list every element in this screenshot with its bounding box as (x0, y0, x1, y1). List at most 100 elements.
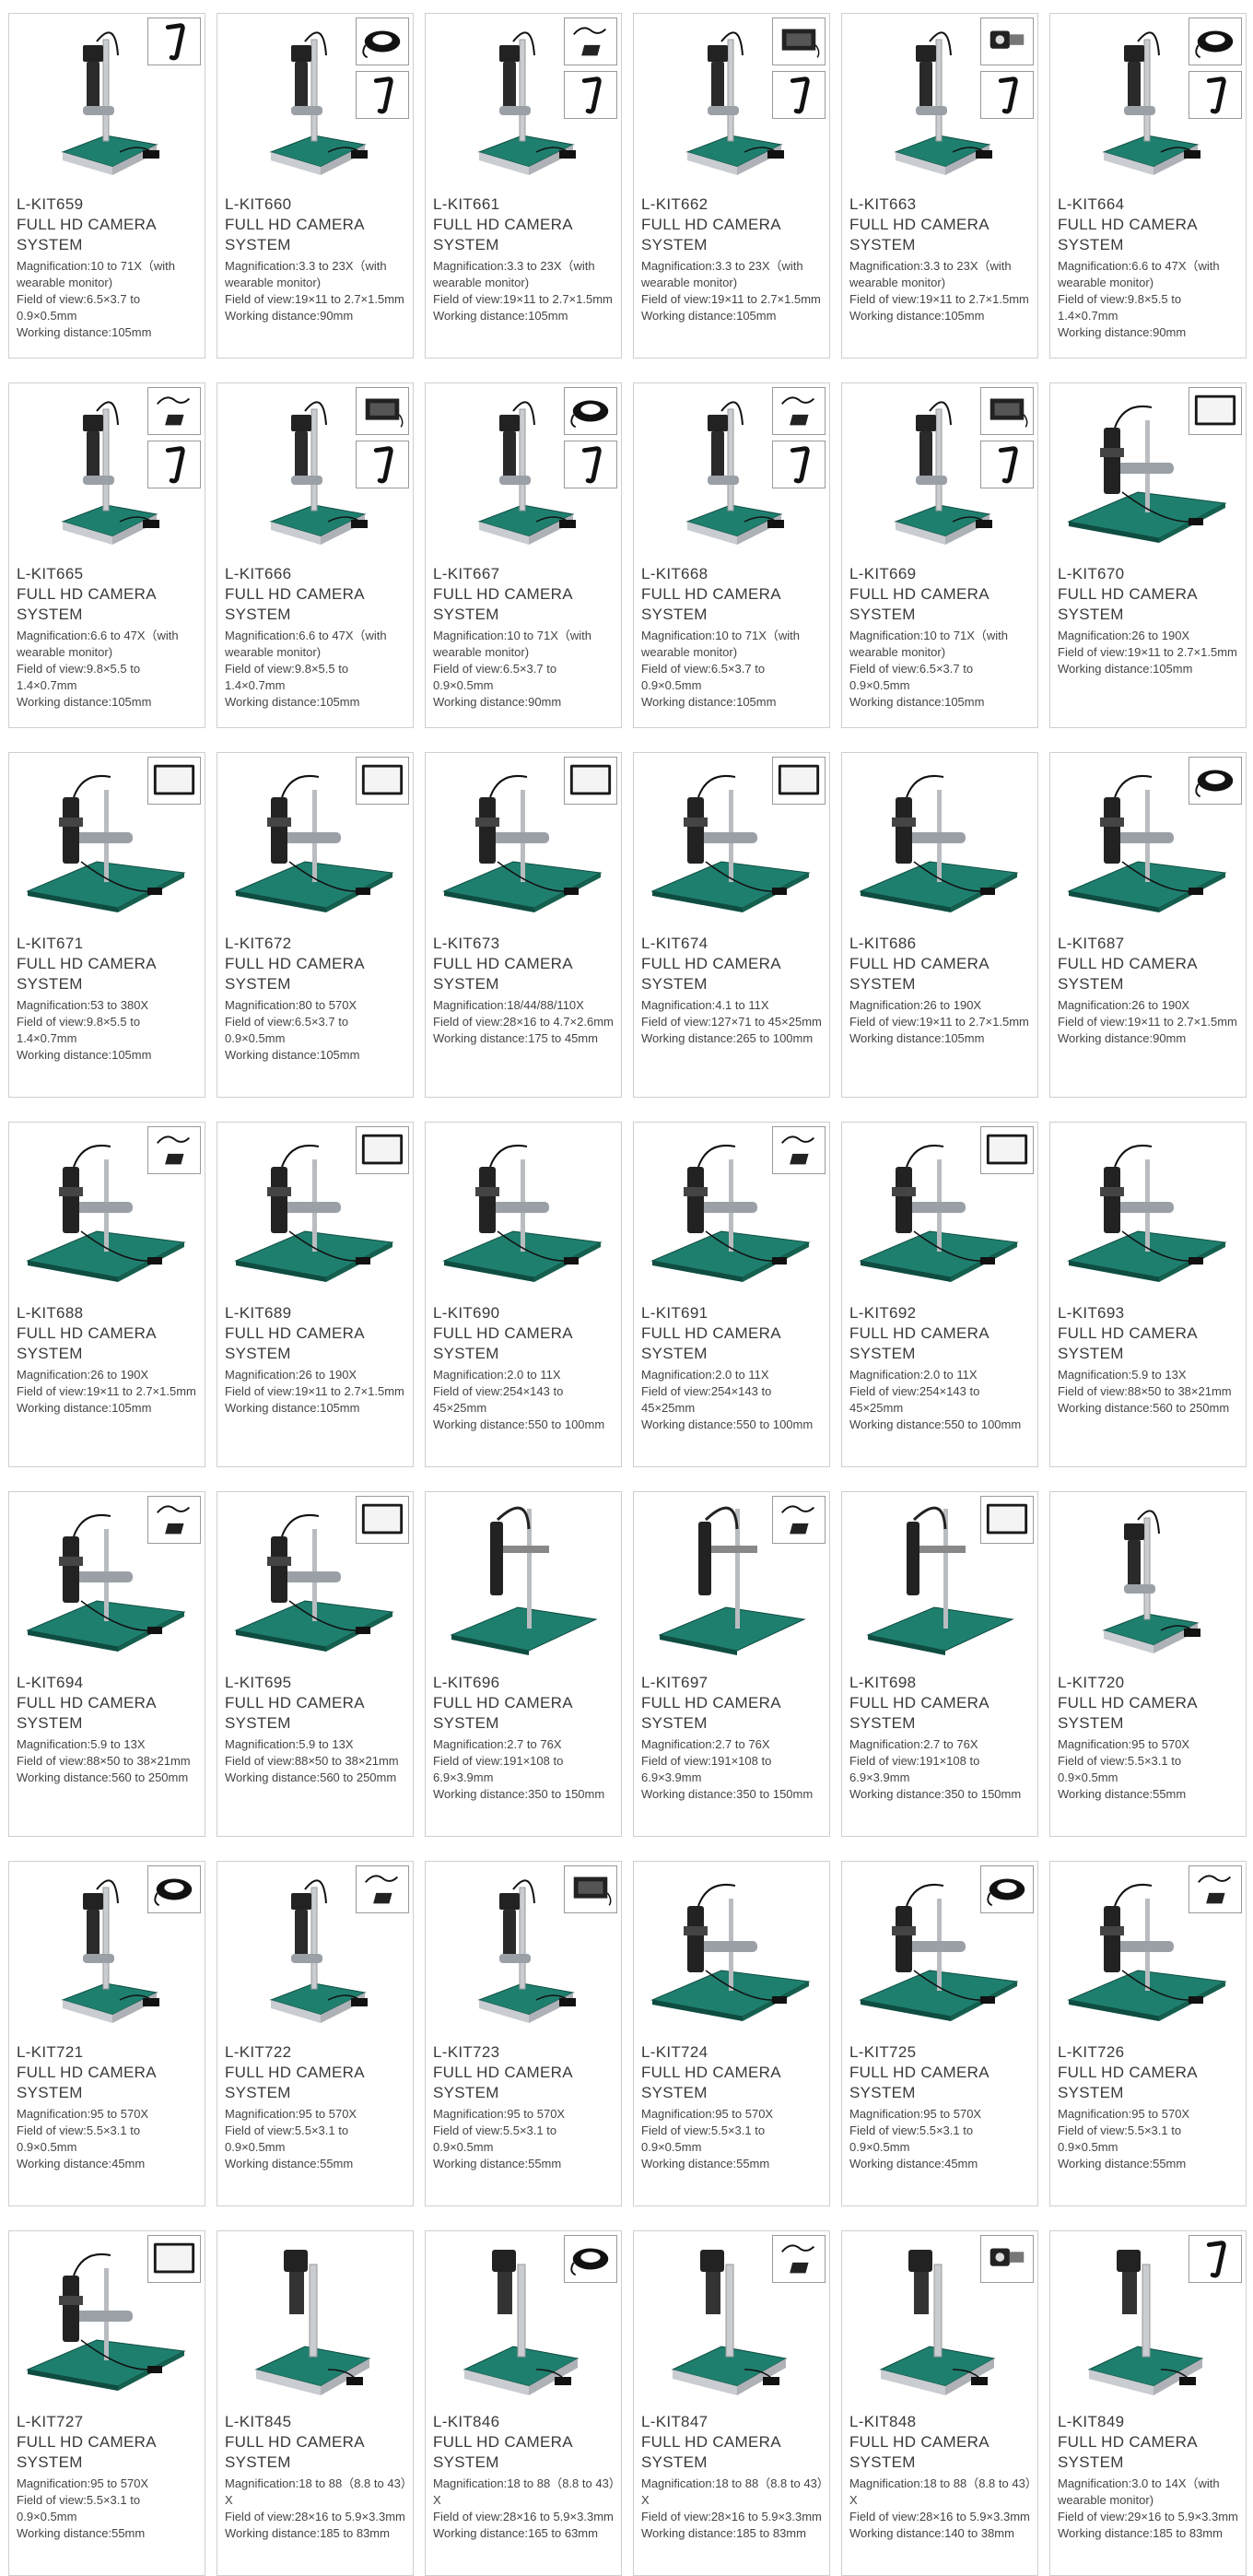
gooseneck-light-icon[interactable] (147, 1126, 201, 1174)
wearable-monitor-icon[interactable] (147, 18, 201, 65)
product-code[interactable]: L-KIT672 (225, 935, 292, 952)
product-image[interactable] (634, 1123, 829, 1298)
product-code[interactable]: L-KIT659 (17, 195, 84, 213)
ring-light-icon[interactable] (1189, 18, 1242, 65)
product-card-l-kit848[interactable]: L-KIT848 FULL HD CAMERA SYSTEM Magnifica… (841, 2230, 1038, 2576)
product-card-l-kit671[interactable]: L-KIT671 FULL HD CAMERA SYSTEM Magnifica… (8, 752, 205, 1098)
product-card-l-kit666[interactable]: L-KIT666 FULL HD CAMERA SYSTEM Magnifica… (217, 382, 414, 728)
product-image[interactable] (217, 753, 413, 928)
product-card-l-kit847[interactable]: L-KIT847 FULL HD CAMERA SYSTEM Magnifica… (633, 2230, 830, 2576)
product-image[interactable] (634, 1862, 829, 2037)
product-card-l-kit664[interactable]: L-KIT664 FULL HD CAMERA SYSTEM Magnifica… (1049, 13, 1247, 359)
product-card-l-kit660[interactable]: L-KIT660 FULL HD CAMERA SYSTEM Magnifica… (217, 13, 414, 359)
product-card-l-kit724[interactable]: L-KIT724 FULL HD CAMERA SYSTEM Magnifica… (633, 1861, 830, 2206)
product-code[interactable]: L-KIT674 (641, 935, 708, 952)
product-card-l-kit668[interactable]: L-KIT668 FULL HD CAMERA SYSTEM Magnifica… (633, 382, 830, 728)
product-card-l-kit723[interactable]: L-KIT723 FULL HD CAMERA SYSTEM Magnifica… (425, 1861, 622, 2206)
product-code[interactable]: L-KIT668 (641, 565, 708, 582)
product-image[interactable] (9, 753, 205, 928)
gooseneck-light-icon[interactable] (772, 2235, 826, 2283)
product-image[interactable] (842, 383, 1037, 559)
gooseneck-light-icon[interactable] (147, 1496, 201, 1544)
product-code[interactable]: L-KIT695 (225, 1674, 292, 1691)
product-code[interactable]: L-KIT663 (849, 195, 917, 213)
product-image[interactable] (634, 383, 829, 559)
product-image[interactable] (1050, 1492, 1246, 1667)
product-image[interactable] (9, 383, 205, 559)
product-card-l-kit727[interactable]: L-KIT727 FULL HD CAMERA SYSTEM Magnifica… (8, 2230, 205, 2576)
product-card-l-kit662[interactable]: L-KIT662 FULL HD CAMERA SYSTEM Magnifica… (633, 13, 830, 359)
product-code[interactable]: L-KIT727 (17, 2413, 84, 2430)
ring-light-icon[interactable] (564, 2235, 617, 2283)
product-card-l-kit691[interactable]: L-KIT691 FULL HD CAMERA SYSTEM Magnifica… (633, 1122, 830, 1467)
product-image[interactable] (634, 1492, 829, 1667)
product-image[interactable] (9, 1492, 205, 1667)
product-image[interactable] (1050, 14, 1246, 189)
product-code[interactable]: L-KIT686 (849, 935, 917, 952)
product-code[interactable]: L-KIT667 (433, 565, 500, 582)
product-image[interactable] (426, 2231, 621, 2406)
product-card-l-kit698[interactable]: L-KIT698 FULL HD CAMERA SYSTEM Magnifica… (841, 1491, 1038, 1837)
gooseneck-light-icon[interactable] (772, 387, 826, 435)
product-card-l-kit696[interactable]: L-KIT696 FULL HD CAMERA SYSTEM Magnifica… (425, 1491, 622, 1837)
monitor-icon[interactable] (356, 757, 409, 805)
wearable-monitor-icon[interactable] (356, 71, 409, 119)
product-code[interactable]: L-KIT665 (17, 565, 84, 582)
product-image[interactable] (842, 753, 1037, 928)
product-card-l-kit687[interactable]: L-KIT687 FULL HD CAMERA SYSTEM Magnifica… (1049, 752, 1247, 1098)
backlight-panel-icon[interactable] (772, 18, 826, 65)
product-image[interactable] (634, 2231, 829, 2406)
product-card-l-kit674[interactable]: L-KIT674 FULL HD CAMERA SYSTEM Magnifica… (633, 752, 830, 1098)
product-image[interactable] (426, 1862, 621, 2037)
ring-light-icon[interactable] (356, 18, 409, 65)
product-code[interactable]: L-KIT845 (225, 2413, 292, 2430)
product-image[interactable] (217, 1123, 413, 1298)
monitor-icon[interactable] (980, 1126, 1034, 1174)
product-image[interactable] (217, 1492, 413, 1667)
product-image[interactable] (426, 14, 621, 189)
gooseneck-light-icon[interactable] (356, 1865, 409, 1913)
product-image[interactable] (426, 753, 621, 928)
product-card-l-kit667[interactable]: L-KIT667 FULL HD CAMERA SYSTEM Magnifica… (425, 382, 622, 728)
product-image[interactable] (842, 1492, 1037, 1667)
product-card-l-kit720[interactable]: L-KIT720 FULL HD CAMERA SYSTEM Magnifica… (1049, 1491, 1247, 1837)
product-code[interactable]: L-KIT726 (1058, 2043, 1125, 2061)
product-image[interactable] (634, 14, 829, 189)
product-card-l-kit846[interactable]: L-KIT846 FULL HD CAMERA SYSTEM Magnifica… (425, 2230, 622, 2576)
product-card-l-kit721[interactable]: L-KIT721 FULL HD CAMERA SYSTEM Magnifica… (8, 1861, 205, 2206)
product-code[interactable]: L-KIT692 (849, 1304, 917, 1322)
product-code[interactable]: L-KIT660 (225, 195, 292, 213)
product-code[interactable]: L-KIT723 (433, 2043, 500, 2061)
product-code[interactable]: L-KIT669 (849, 565, 917, 582)
product-code[interactable]: L-KIT846 (433, 2413, 500, 2430)
backlight-panel-icon[interactable] (980, 387, 1034, 435)
product-code[interactable]: L-KIT688 (17, 1304, 84, 1322)
product-image[interactable] (9, 14, 205, 189)
product-card-l-kit688[interactable]: L-KIT688 FULL HD CAMERA SYSTEM Magnifica… (8, 1122, 205, 1467)
product-card-l-kit695[interactable]: L-KIT695 FULL HD CAMERA SYSTEM Magnifica… (217, 1491, 414, 1837)
product-image[interactable] (842, 14, 1037, 189)
wearable-monitor-icon[interactable] (980, 441, 1034, 488)
product-code[interactable]: L-KIT687 (1058, 935, 1125, 952)
product-code[interactable]: L-KIT698 (849, 1674, 917, 1691)
product-code[interactable]: L-KIT848 (849, 2413, 917, 2430)
product-card-l-kit689[interactable]: L-KIT689 FULL HD CAMERA SYSTEM Magnifica… (217, 1122, 414, 1467)
product-card-l-kit725[interactable]: L-KIT725 FULL HD CAMERA SYSTEM Magnifica… (841, 1861, 1038, 2206)
product-image[interactable] (426, 1123, 621, 1298)
product-image[interactable] (426, 383, 621, 559)
gooseneck-light-icon[interactable] (772, 1126, 826, 1174)
product-code[interactable]: L-KIT721 (17, 2043, 84, 2061)
product-card-l-kit669[interactable]: L-KIT669 FULL HD CAMERA SYSTEM Magnifica… (841, 382, 1038, 728)
wearable-monitor-icon[interactable] (1189, 2235, 1242, 2283)
product-card-l-kit722[interactable]: L-KIT722 FULL HD CAMERA SYSTEM Magnifica… (217, 1861, 414, 2206)
product-code[interactable]: L-KIT847 (641, 2413, 708, 2430)
backlight-panel-icon[interactable] (564, 1865, 617, 1913)
product-card-l-kit845[interactable]: L-KIT845 FULL HD CAMERA SYSTEM Magnifica… (217, 2230, 414, 2576)
wearable-monitor-icon[interactable] (564, 71, 617, 119)
product-image[interactable] (426, 1492, 621, 1667)
product-image[interactable] (217, 383, 413, 559)
monitor-icon[interactable] (1189, 387, 1242, 435)
product-card-l-kit672[interactable]: L-KIT672 FULL HD CAMERA SYSTEM Magnifica… (217, 752, 414, 1098)
product-code[interactable]: L-KIT689 (225, 1304, 292, 1322)
product-card-l-kit692[interactable]: L-KIT692 FULL HD CAMERA SYSTEM Magnifica… (841, 1122, 1038, 1467)
